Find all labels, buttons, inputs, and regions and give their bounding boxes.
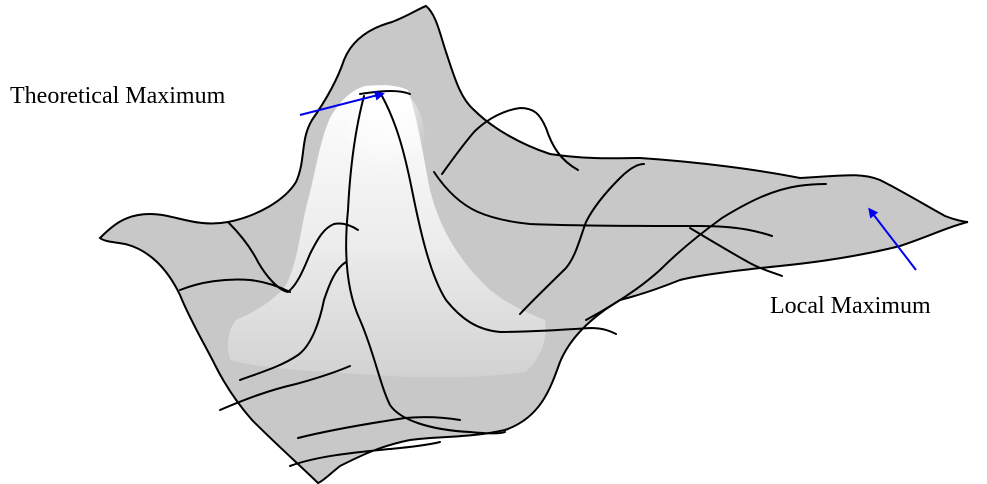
contour-line [297,416,461,439]
contour-line [689,227,783,277]
contour-line [433,171,773,237]
contour-line [441,107,579,175]
peak-highlight [228,85,546,378]
contour-line [359,90,411,95]
contour-line [585,183,827,321]
contour-lines [179,90,827,467]
contour-line [381,95,617,335]
theoretical-maximum-arrow [299,90,385,116]
contour-line [179,278,291,293]
contour-line [219,365,351,411]
local-maximum-label: Local Maximum [770,293,931,319]
surface-outline [98,4,969,484]
contour-line [345,95,506,435]
contour-line [289,441,441,467]
contour-line [227,221,359,293]
theoretical-maximum-label: Theoretical Maximum [10,83,226,109]
contour-line [239,261,347,381]
contour-line [519,163,645,315]
local-maximum-arrow [868,207,917,271]
